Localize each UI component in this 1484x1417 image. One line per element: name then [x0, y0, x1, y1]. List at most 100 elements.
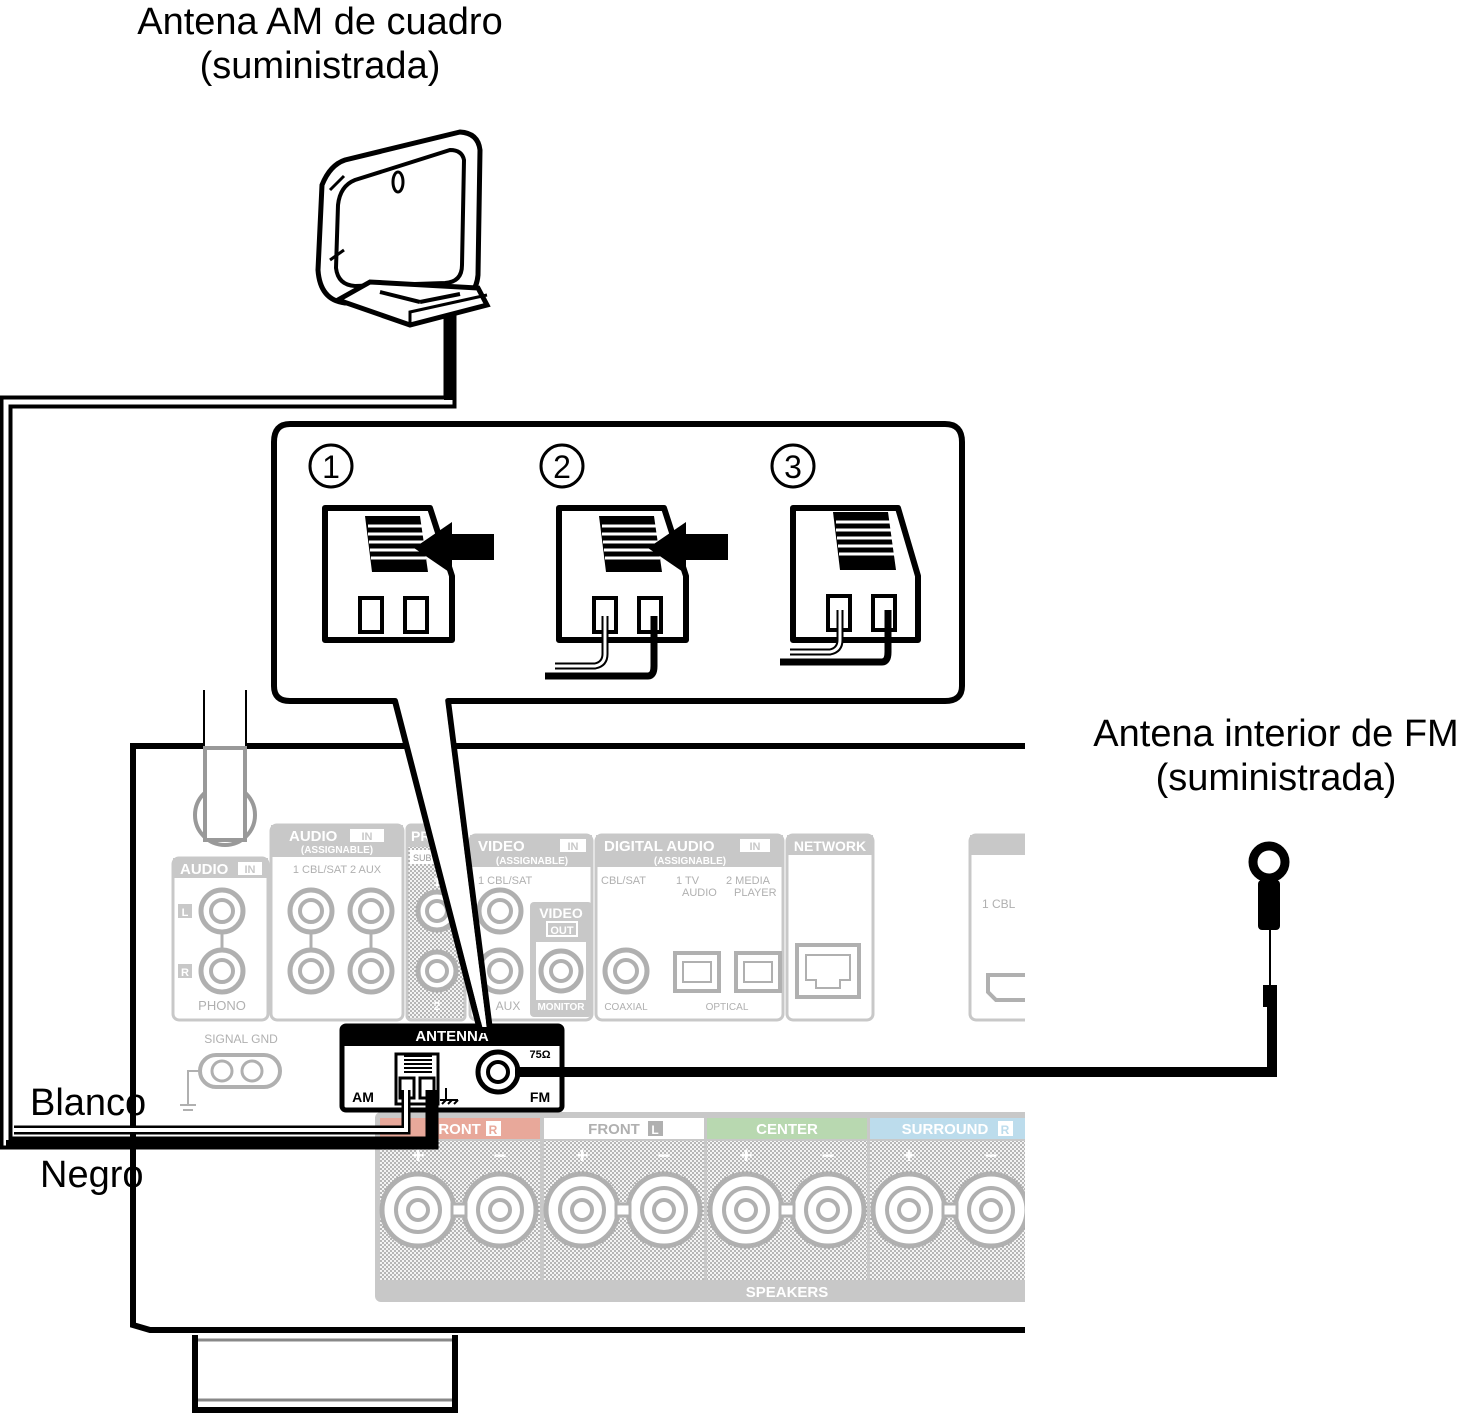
audio-in-1-r-jack[interactable] — [287, 947, 335, 995]
phono-r-jack[interactable] — [198, 947, 246, 995]
am-antenna-title: Antena AM de cuadro (suministrada) — [100, 0, 540, 88]
video-in-label: VIDEO — [478, 838, 525, 855]
tv-audio-label-2: AUDIO — [682, 887, 717, 899]
digital-in-tag: IN — [750, 841, 761, 853]
speakers-block: SPEAKERS FRONT R FRONT L — [375, 1112, 1027, 1302]
callout-steps: 1 2 3 — [271, 421, 965, 1033]
hdmi-port[interactable] — [986, 973, 1040, 1002]
speakers-label: SPEAKERS — [746, 1284, 829, 1301]
audio-in-2-r-jack[interactable] — [347, 947, 395, 995]
fm-label: FM — [530, 1089, 550, 1105]
sub-1-label: 1 — [434, 875, 441, 889]
am-antenna-title-line1: Antena AM de cuadro — [137, 1, 503, 43]
am-antenna-cable — [0, 310, 457, 1150]
center-label: CENTER — [756, 1121, 818, 1138]
wireless-antenna — [193, 690, 257, 847]
monitor-label: MONITOR — [537, 1002, 585, 1013]
coaxial-jack[interactable] — [602, 947, 650, 995]
media-player-label-2: PLAYER — [734, 887, 777, 899]
audio-in-sub-label: 1 CBL/SAT 2 AUX — [293, 864, 382, 876]
step-1-badge: 1 — [308, 443, 354, 489]
audio-in-2-l-jack[interactable] — [347, 887, 395, 935]
fm-antenna-title-line1: Antena interior de FM — [1093, 713, 1459, 755]
foot — [192, 1335, 458, 1413]
minus-mark: − — [822, 1143, 835, 1168]
subwoofer-2-jack[interactable] — [415, 949, 459, 993]
front-r-ch: R — [489, 1123, 498, 1137]
audio-in-tag: IN — [362, 831, 373, 843]
video-out-tag: OUT — [550, 925, 574, 937]
push-arrow-icon — [414, 522, 494, 574]
optical-1-jack[interactable] — [673, 951, 721, 993]
phono-in-tag: IN — [245, 864, 256, 876]
audio-in-block: AUDIO IN (ASSIGNABLE) 1 CBL/SAT 2 AUX — [269, 823, 405, 1022]
step-1-number: 1 — [322, 449, 340, 485]
ethernet-port[interactable] — [795, 943, 861, 999]
fm-antenna-ring — [1248, 841, 1290, 883]
coaxial-label: COAXIAL — [604, 1002, 648, 1013]
network-label: NETWORK — [794, 838, 866, 854]
speaker-posts[interactable]: + − + − + − + − — [379, 1143, 1027, 1249]
step-3-number: 3 — [784, 449, 802, 485]
fm-antenna-title-line2: (suministrada) — [1155, 757, 1397, 799]
am-label: AM — [352, 1089, 374, 1105]
optical-2-jack[interactable] — [734, 951, 782, 993]
push-arrow-icon — [648, 522, 728, 574]
antenna-terminal-block: ANTENNA AM FM 75Ω — [339, 1023, 565, 1113]
hdmi-block: 1 CBL — [968, 833, 1040, 1022]
video-in-1-jack[interactable] — [476, 887, 524, 935]
digital-assignable-label: (ASSIGNABLE) — [654, 856, 726, 867]
plus-mark: + — [740, 1143, 753, 1168]
ohm-label: 75Ω — [529, 1049, 550, 1061]
phono-audio-label: AUDIO — [180, 861, 229, 878]
minus-mark: − — [494, 1143, 507, 1168]
sub-2-label: 2 — [434, 999, 441, 1013]
tv-audio-label: 1 TV — [676, 875, 700, 887]
video-out-label: VIDEO — [539, 905, 583, 921]
signal-gnd-terminal[interactable]: SIGNAL GND — [180, 1032, 282, 1111]
am-antenna-title-line2: (suministrada) — [199, 45, 441, 87]
phono-l-jack[interactable] — [198, 887, 246, 935]
surround-r-ch: R — [1001, 1123, 1010, 1137]
minus-mark: − — [658, 1143, 671, 1168]
media-player-label: 2 MEDIA — [726, 875, 771, 887]
video-assignable-label: (ASSIGNABLE) — [496, 856, 568, 867]
white-wire-label: Blanco — [30, 1082, 147, 1124]
fm-antenna-jack[interactable] — [475, 1049, 521, 1095]
plus-mark: + — [903, 1143, 916, 1168]
monitor-out-jack[interactable] — [538, 948, 584, 994]
aux-label: AUX — [496, 999, 521, 1013]
ground-icon — [440, 1088, 459, 1105]
subwoofer-label: SUBWO — [413, 853, 447, 863]
step-2-number: 2 — [553, 449, 571, 485]
digital-audio-block: DIGITAL AUDIO IN (ASSIGNABLE) CBL/SAT 1 … — [594, 833, 785, 1022]
phono-input-block: AUDIO IN L R PHONO — [171, 856, 270, 1022]
video-out-block: VIDEO OUT MONITOR — [530, 902, 592, 1017]
plus-mark: + — [576, 1143, 589, 1168]
step-2-badge: 2 — [539, 443, 585, 489]
optical-label: OPTICAL — [706, 1002, 749, 1013]
phono-l-label: L — [182, 907, 189, 919]
minus-mark: − — [985, 1143, 998, 1168]
network-block: NETWORK — [785, 833, 875, 1022]
front-r-label: FRONT — [429, 1121, 481, 1138]
antenna-header-label: ANTENNA — [415, 1028, 488, 1045]
fm-antenna-title: Antena interior de FM (suministrada) — [1068, 712, 1484, 800]
mount-hole-icon — [391, 170, 405, 194]
digital-audio-label: DIGITAL AUDIO — [604, 838, 715, 855]
fm-antenna-cable — [515, 841, 1290, 1077]
step-2-terminal — [545, 505, 728, 680]
am-loop-antenna — [315, 129, 491, 328]
receiver-rear-panel: AUDIO IN L R PHONO SIGNAL GND — [130, 690, 1066, 1413]
audio-in-1-l-jack[interactable] — [287, 887, 335, 935]
audio-assignable-label: (ASSIGNABLE) — [301, 845, 373, 856]
step-1-terminal — [322, 505, 494, 643]
step-3-badge: 3 — [770, 443, 816, 489]
hdmi-cbl-label: 1 CBL — [982, 897, 1016, 911]
phono-r-label: R — [181, 967, 189, 979]
signal-gnd-label: SIGNAL GND — [204, 1032, 278, 1046]
front-l-ch: L — [651, 1123, 658, 1137]
black-wire-label: Negro — [40, 1154, 144, 1196]
step-3-terminal — [780, 505, 921, 666]
